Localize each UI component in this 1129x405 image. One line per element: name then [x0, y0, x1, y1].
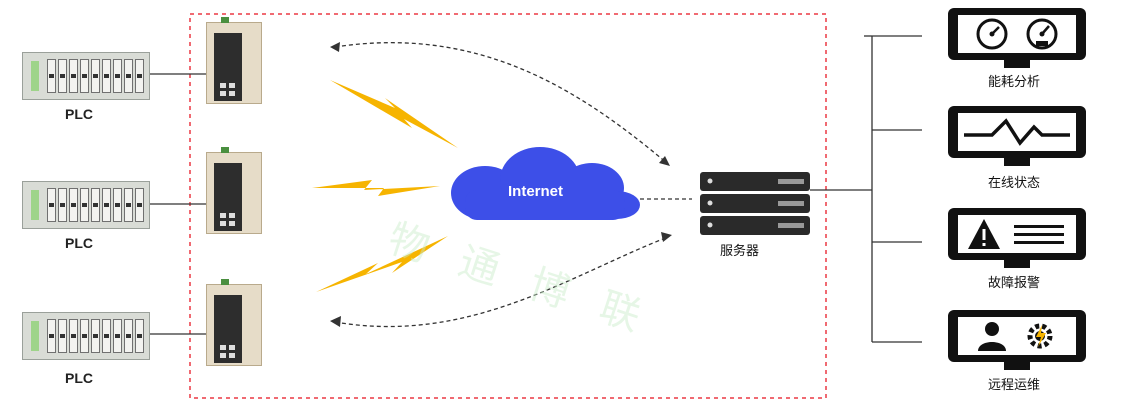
internet-label: Internet [508, 183, 564, 200]
arrowhead-bottom-left [330, 316, 341, 327]
plc-label: PLC [65, 106, 93, 122]
function-label-remote: 远程运维 [988, 378, 1041, 393]
wireless-signal-2 [312, 180, 440, 196]
router-device [206, 147, 262, 234]
plc-label: PLC [65, 235, 93, 251]
arrowhead-top-right [659, 156, 670, 166]
function-label-online: 在线状态 [988, 176, 1041, 191]
wireless-signal-3 [316, 236, 448, 292]
function-label-alarm: 故障报警 [988, 276, 1041, 291]
data-flow-arrow-top [334, 42, 669, 165]
warning-icon [968, 219, 1064, 249]
plc-device [22, 312, 150, 360]
internet-cloud [451, 147, 640, 220]
user-gear-icon [978, 322, 1053, 351]
arrowhead-bottom-right [661, 232, 672, 242]
arrowhead-top-left [330, 42, 340, 52]
plc-label: PLC [65, 370, 93, 386]
plc-device [22, 181, 150, 229]
energy-analysis-monitor [948, 8, 1086, 68]
gauge-icon [976, 18, 1058, 50]
wireless-signal-1 [330, 80, 458, 148]
router-device [206, 17, 262, 104]
plc-device [22, 52, 150, 100]
remote-ops-monitor [948, 310, 1086, 370]
fault-alarm-monitor [948, 208, 1086, 268]
server-icon [700, 172, 810, 235]
online-status-monitor [948, 106, 1086, 166]
router-device [206, 279, 262, 366]
server-label: 服务器 [720, 244, 760, 259]
system-boundary [189, 13, 827, 399]
pulse-icon [964, 118, 1070, 146]
data-flow-arrow-bottom [334, 236, 669, 328]
function-label-energy: 能耗分析 [988, 75, 1041, 90]
